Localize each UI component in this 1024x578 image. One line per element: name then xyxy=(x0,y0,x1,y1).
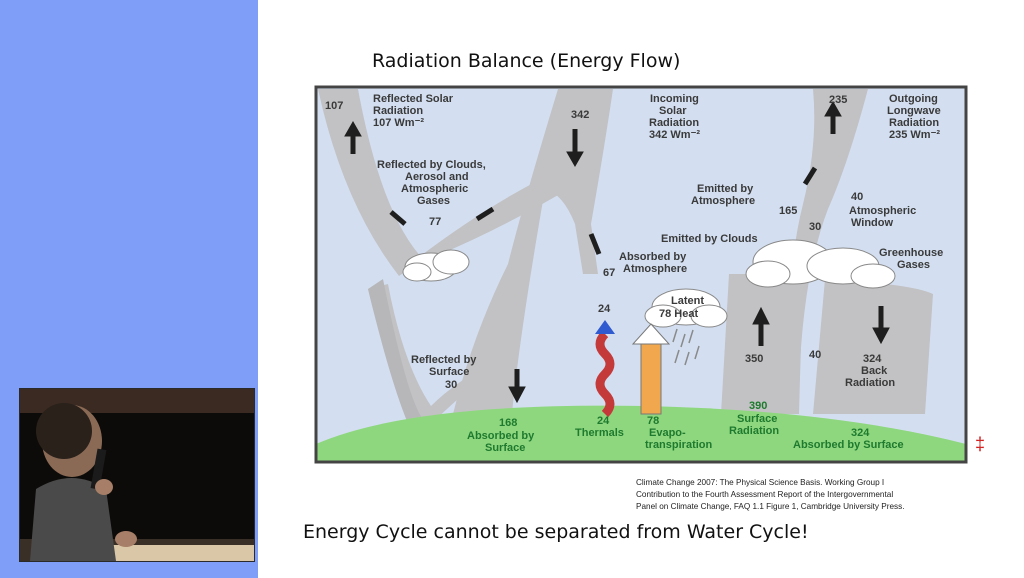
cloud-latent xyxy=(644,288,728,328)
reflected-surface-label-1: Reflected by xyxy=(411,354,477,366)
absorbed-surface-label-1: Absorbed by xyxy=(467,430,535,442)
slide-title: Radiation Balance (Energy Flow) xyxy=(372,50,681,72)
emitted-atmosphere-label-2: Atmosphere xyxy=(691,195,755,207)
absorbed-by-surface-2-value: 324 xyxy=(851,427,870,439)
reflected-clouds-value: 77 xyxy=(429,216,441,228)
absorbed-surface-label-2: Surface xyxy=(485,442,525,454)
cloud-right xyxy=(745,239,896,289)
greenhouse-gases-label-2: Gases xyxy=(897,259,930,271)
speaker-video-frame xyxy=(20,389,254,561)
bottom-note: Energy Cycle cannot be separated from Wa… xyxy=(303,521,809,543)
radiation-balance-diagram: 107 Reflected Solar Radiation 107 Wm⁻² 3… xyxy=(314,85,968,464)
evapotranspiration-label-1: Evapo- xyxy=(649,427,686,439)
evapotranspiration-label-2: transpiration xyxy=(645,439,713,451)
cloud-left xyxy=(402,249,470,282)
absorbed-atmosphere-value: 67 xyxy=(603,267,615,279)
incoming-solar-value: 342 xyxy=(571,109,589,121)
back-radiation-label-2: Radiation xyxy=(845,377,895,389)
absorbed-surface-value: 168 xyxy=(499,417,517,429)
incoming-solar-flow xyxy=(453,89,613,424)
absorbed-atmosphere-label-2: Atmosphere xyxy=(623,263,687,275)
thermals-value: 24 xyxy=(597,415,610,427)
diagram-border xyxy=(314,85,968,464)
rain xyxy=(672,328,700,366)
outgoing-longwave-value: 235 xyxy=(829,94,847,106)
reflected-surface-value: 30 xyxy=(445,379,457,391)
surface-radiation-label-2: Radiation xyxy=(729,425,779,437)
greenhouse-gases-label-1: Greenhouse xyxy=(879,247,943,259)
reflected-clouds-label-3: Atmospheric xyxy=(401,183,468,195)
back-radiation-value: 324 xyxy=(863,353,882,365)
latent-heat-arrow xyxy=(640,341,662,415)
thermals-label: Thermals xyxy=(575,427,624,439)
latent-heat-label-1: Latent xyxy=(671,295,704,307)
reflected-solar-label-1: Reflected Solar xyxy=(373,93,454,105)
outgoing-longwave-label-4: 235 Wm⁻² xyxy=(889,129,940,141)
outgoing-longwave-label-1: Outgoing xyxy=(889,93,938,105)
surface-radiation-label-1: Surface xyxy=(737,413,777,425)
reflected-solar-flow xyxy=(318,89,423,276)
direction-arrows xyxy=(344,100,890,404)
emitted-atmosphere-value: 165 xyxy=(779,205,797,217)
citation: Climate Change 2007: The Physical Scienc… xyxy=(636,477,1006,513)
reflected-surface-label-2: Surface xyxy=(429,366,469,378)
surface-radiation-value: 390 xyxy=(749,400,767,412)
back-radiation-flow xyxy=(813,279,933,414)
absorbed-by-surface-2-label: Absorbed by Surface xyxy=(793,439,904,451)
reflected-clouds-label-4: Gases xyxy=(417,195,450,207)
absorbed-atmosphere-label-1: Absorbed by xyxy=(619,251,687,263)
outgoing-longwave-label-3: Radiation xyxy=(889,117,939,129)
slide-marker: ‡ xyxy=(975,434,986,454)
reflected-clouds-label-1: Reflected by Clouds, xyxy=(377,159,486,171)
speaker-video[interactable] xyxy=(19,388,255,562)
reflected-solar-label-2: Radiation xyxy=(373,105,423,117)
outgoing-longwave-label-2: Longwave xyxy=(887,105,941,117)
atmospheric-window-value: 40 xyxy=(851,191,863,203)
surface-radiation-up-value: 350 xyxy=(745,353,763,365)
citation-line-3: Panel on Climate Change, FAQ 1.1 Figure … xyxy=(636,502,905,511)
incoming-solar-label-4: 342 Wm⁻² xyxy=(649,129,700,141)
reflected-solar-value: 107 xyxy=(325,100,343,112)
emitted-atmosphere-label-1: Emitted by xyxy=(697,183,754,195)
back-radiation-label-1: Back xyxy=(861,365,888,377)
incoming-solar-label-1: Incoming xyxy=(650,93,699,105)
atmospheric-window-label-2: Window xyxy=(851,217,893,229)
thermals-up-value: 24 xyxy=(598,303,611,315)
atmospheric-window-label-1: Atmospheric xyxy=(849,205,916,217)
thermals-arrow xyxy=(595,330,615,418)
ground xyxy=(316,405,966,462)
citation-line-2: Contribution to the Fourth Assessment Re… xyxy=(636,490,894,499)
window-up-value: 40 xyxy=(809,349,821,361)
evapotranspiration-value: 78 xyxy=(647,415,659,427)
incoming-solar-label-3: Radiation xyxy=(649,117,699,129)
emitted-clouds-label: Emitted by Clouds xyxy=(661,233,758,245)
emitted-clouds-value: 30 xyxy=(809,221,821,233)
reflected-clouds-label-2: Aerosol and xyxy=(405,171,469,183)
latent-heat-label-2: 78 Heat xyxy=(659,308,698,320)
reflected-solar-label-3: 107 Wm⁻² xyxy=(373,117,424,129)
citation-line-1: Climate Change 2007: The Physical Scienc… xyxy=(636,478,885,487)
incoming-solar-label-2: Solar xyxy=(659,105,687,117)
